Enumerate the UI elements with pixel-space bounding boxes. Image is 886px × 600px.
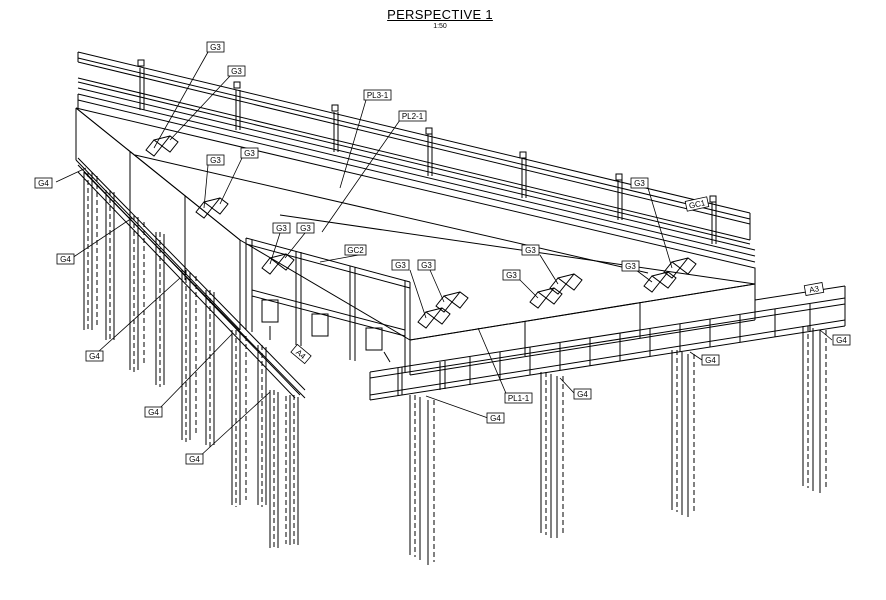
svg-text:G4: G4 (490, 414, 501, 423)
column (129, 215, 145, 372)
column (155, 232, 165, 387)
svg-text:G3: G3 (300, 224, 311, 233)
view-title: PERSPECTIVE 1 (387, 7, 493, 22)
view-scale: 1:50 (433, 23, 447, 30)
svg-text:G4: G4 (148, 408, 159, 417)
column (83, 172, 98, 332)
tag-g3: G3 (296, 222, 315, 234)
bracket-g3 (549, 273, 583, 295)
tag-gc2: GC2 (344, 244, 367, 256)
tag-g3: G3 (502, 269, 521, 281)
svg-text:GC2: GC2 (347, 246, 364, 255)
tag-g3: G3 (206, 41, 225, 53)
tag-g4: G4 (486, 412, 505, 424)
tag-a3: A3 (803, 282, 825, 296)
tag-g3: G3 (272, 222, 291, 234)
svg-text:G3: G3 (421, 261, 432, 270)
svg-text:G3: G3 (625, 262, 636, 271)
view-title-block: PERSPECTIVE 1 1:50 (370, 8, 510, 31)
svg-text:G3: G3 (395, 261, 406, 270)
column (269, 390, 287, 550)
svg-text:G3: G3 (525, 246, 536, 255)
frame-gc2 (245, 237, 411, 374)
tag-gc1: GC1 (684, 196, 710, 212)
svg-text:PL2-1: PL2-1 (402, 112, 424, 121)
column (409, 395, 435, 565)
svg-text:PL3-1: PL3-1 (367, 91, 389, 100)
tag-g3: G3 (630, 177, 649, 189)
column (671, 350, 695, 517)
bracket-g3 (261, 253, 295, 275)
tag-g4: G4 (573, 388, 592, 400)
beam-a3 (369, 285, 846, 401)
tag-a4: A4 (290, 343, 312, 365)
svg-text:G4: G4 (705, 356, 716, 365)
brackets-g3 (145, 135, 697, 329)
columns-left-row (83, 172, 299, 550)
bracket-g3 (195, 197, 229, 219)
tag-g4: G4 (832, 334, 851, 346)
tag-pl3: PL3-1 (363, 89, 392, 101)
tag-g4: G4 (56, 253, 75, 265)
column (802, 326, 827, 493)
tag-g3: G3 (417, 259, 436, 271)
tag-g3: G3 (521, 244, 540, 256)
svg-text:G3: G3 (276, 224, 287, 233)
tag-g3: G3 (621, 260, 640, 272)
column (289, 395, 299, 547)
column (181, 270, 197, 442)
svg-text:G3: G3 (210, 156, 221, 165)
tag-pl2: PL2-1 (398, 110, 427, 122)
svg-text:PL1-1: PL1-1 (508, 394, 530, 403)
column (105, 190, 115, 342)
column (257, 345, 267, 507)
svg-text:A3: A3 (808, 284, 820, 295)
tag-g4: G4 (185, 453, 204, 465)
svg-text:G3: G3 (244, 149, 255, 158)
deck (75, 107, 756, 376)
callout-tags: G3 G3 G3 G3 G3 G3 G3 G3 G3 G3 G3 G3 PL3-… (34, 41, 851, 465)
bracket-g3 (435, 291, 469, 313)
column (205, 290, 215, 447)
column (540, 372, 564, 538)
svg-text:G3: G3 (231, 67, 242, 76)
bracket-g3 (145, 135, 179, 157)
svg-text:G4: G4 (836, 336, 847, 345)
tag-g4: G4 (34, 177, 53, 189)
svg-text:G4: G4 (89, 352, 100, 361)
svg-text:G3: G3 (210, 43, 221, 52)
tag-g3: G3 (206, 154, 225, 166)
svg-text:G3: G3 (634, 179, 645, 188)
tag-g3: G3 (391, 259, 410, 271)
columns-front-row (409, 326, 827, 565)
svg-text:GC1: GC1 (688, 198, 706, 210)
tag-g4: G4 (144, 406, 163, 418)
tag-g4: G4 (701, 354, 720, 366)
svg-text:G4: G4 (189, 455, 200, 464)
tag-pl1: PL1-1 (504, 392, 533, 404)
bracket-g3 (663, 257, 697, 279)
tag-g3: G3 (227, 65, 246, 77)
svg-text:G3: G3 (506, 271, 517, 280)
leader-lines (55, 51, 833, 459)
column (231, 330, 247, 507)
svg-text:G4: G4 (577, 390, 588, 399)
svg-text:G4: G4 (38, 179, 49, 188)
beam-a4 (77, 157, 306, 399)
svg-text:G4: G4 (60, 255, 71, 264)
tag-g3: G3 (240, 147, 259, 159)
tag-g4: G4 (85, 350, 104, 362)
